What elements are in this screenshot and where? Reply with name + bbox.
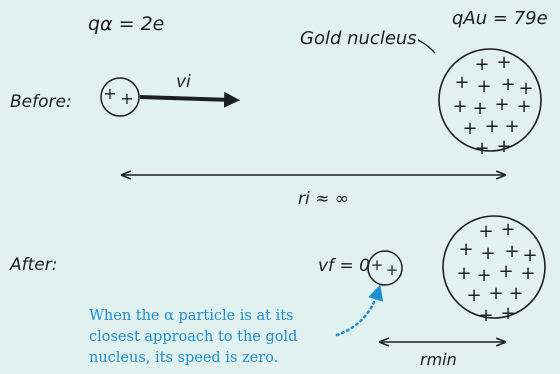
callout-text: When the α particle is at its closest ap… <box>89 306 349 369</box>
velocity-initial-label: vi <box>176 72 191 92</box>
nucleus-plus: + <box>498 261 513 282</box>
min-distance-label: rmin <box>420 350 457 369</box>
alpha-plus: + <box>120 89 133 108</box>
nucleus-plus: + <box>454 72 469 93</box>
gold-nucleus-after-charges: +++++++++++++++ <box>456 219 537 326</box>
nucleus-plus: + <box>500 74 515 95</box>
nucleus-plus: + <box>494 94 509 115</box>
alpha-plus: + <box>103 84 116 103</box>
after-label: After: <box>9 255 57 275</box>
nucleus-plus: + <box>484 116 499 137</box>
callout-line: nucleus, its speed is zero. <box>89 348 349 369</box>
nucleus-plus: + <box>488 283 503 304</box>
nucleus-plus: + <box>504 116 519 137</box>
callout-line: When the α particle is at its <box>89 306 349 327</box>
nucleus-plus: + <box>500 219 515 240</box>
gold-nucleus-pointer <box>418 40 435 53</box>
nucleus-plus: + <box>462 118 477 139</box>
alpha-charge-label: qα = 2e <box>88 13 164 35</box>
callout-line: closest approach to the gold <box>89 327 349 348</box>
nucleus-plus: + <box>496 136 511 157</box>
nucleus-plus: + <box>458 239 473 260</box>
nucleus-plus: + <box>516 96 531 117</box>
nucleus-plus: + <box>478 221 493 242</box>
nucleus-plus: + <box>452 96 467 117</box>
nucleus-plus: + <box>508 283 523 304</box>
velocity-final-label: vf = 0 <box>318 256 370 276</box>
nucleus-plus: + <box>496 52 511 73</box>
alpha-plus: + <box>371 256 384 274</box>
initial-distance-label: ri ≈ ∞ <box>298 189 349 209</box>
velocity-initial-arrow <box>140 97 232 100</box>
nucleus-plus: + <box>474 54 489 75</box>
gold-charge-label: qAu = 79e <box>452 8 548 29</box>
gold-nucleus-before-charges: +++++++++++++++ <box>452 52 533 159</box>
nucleus-plus: + <box>480 243 495 264</box>
nucleus-plus: + <box>466 285 481 306</box>
nucleus-plus: + <box>500 303 515 324</box>
alpha-plus: + <box>386 261 399 279</box>
nucleus-plus: + <box>456 263 471 284</box>
nucleus-plus: + <box>504 241 519 262</box>
gold-nucleus-label: Gold nucleus <box>300 28 417 49</box>
nucleus-plus: + <box>478 305 493 326</box>
nucleus-plus: + <box>520 263 535 284</box>
before-label: Before: <box>10 92 72 112</box>
nucleus-plus: + <box>476 76 491 97</box>
nucleus-plus: + <box>474 138 489 159</box>
